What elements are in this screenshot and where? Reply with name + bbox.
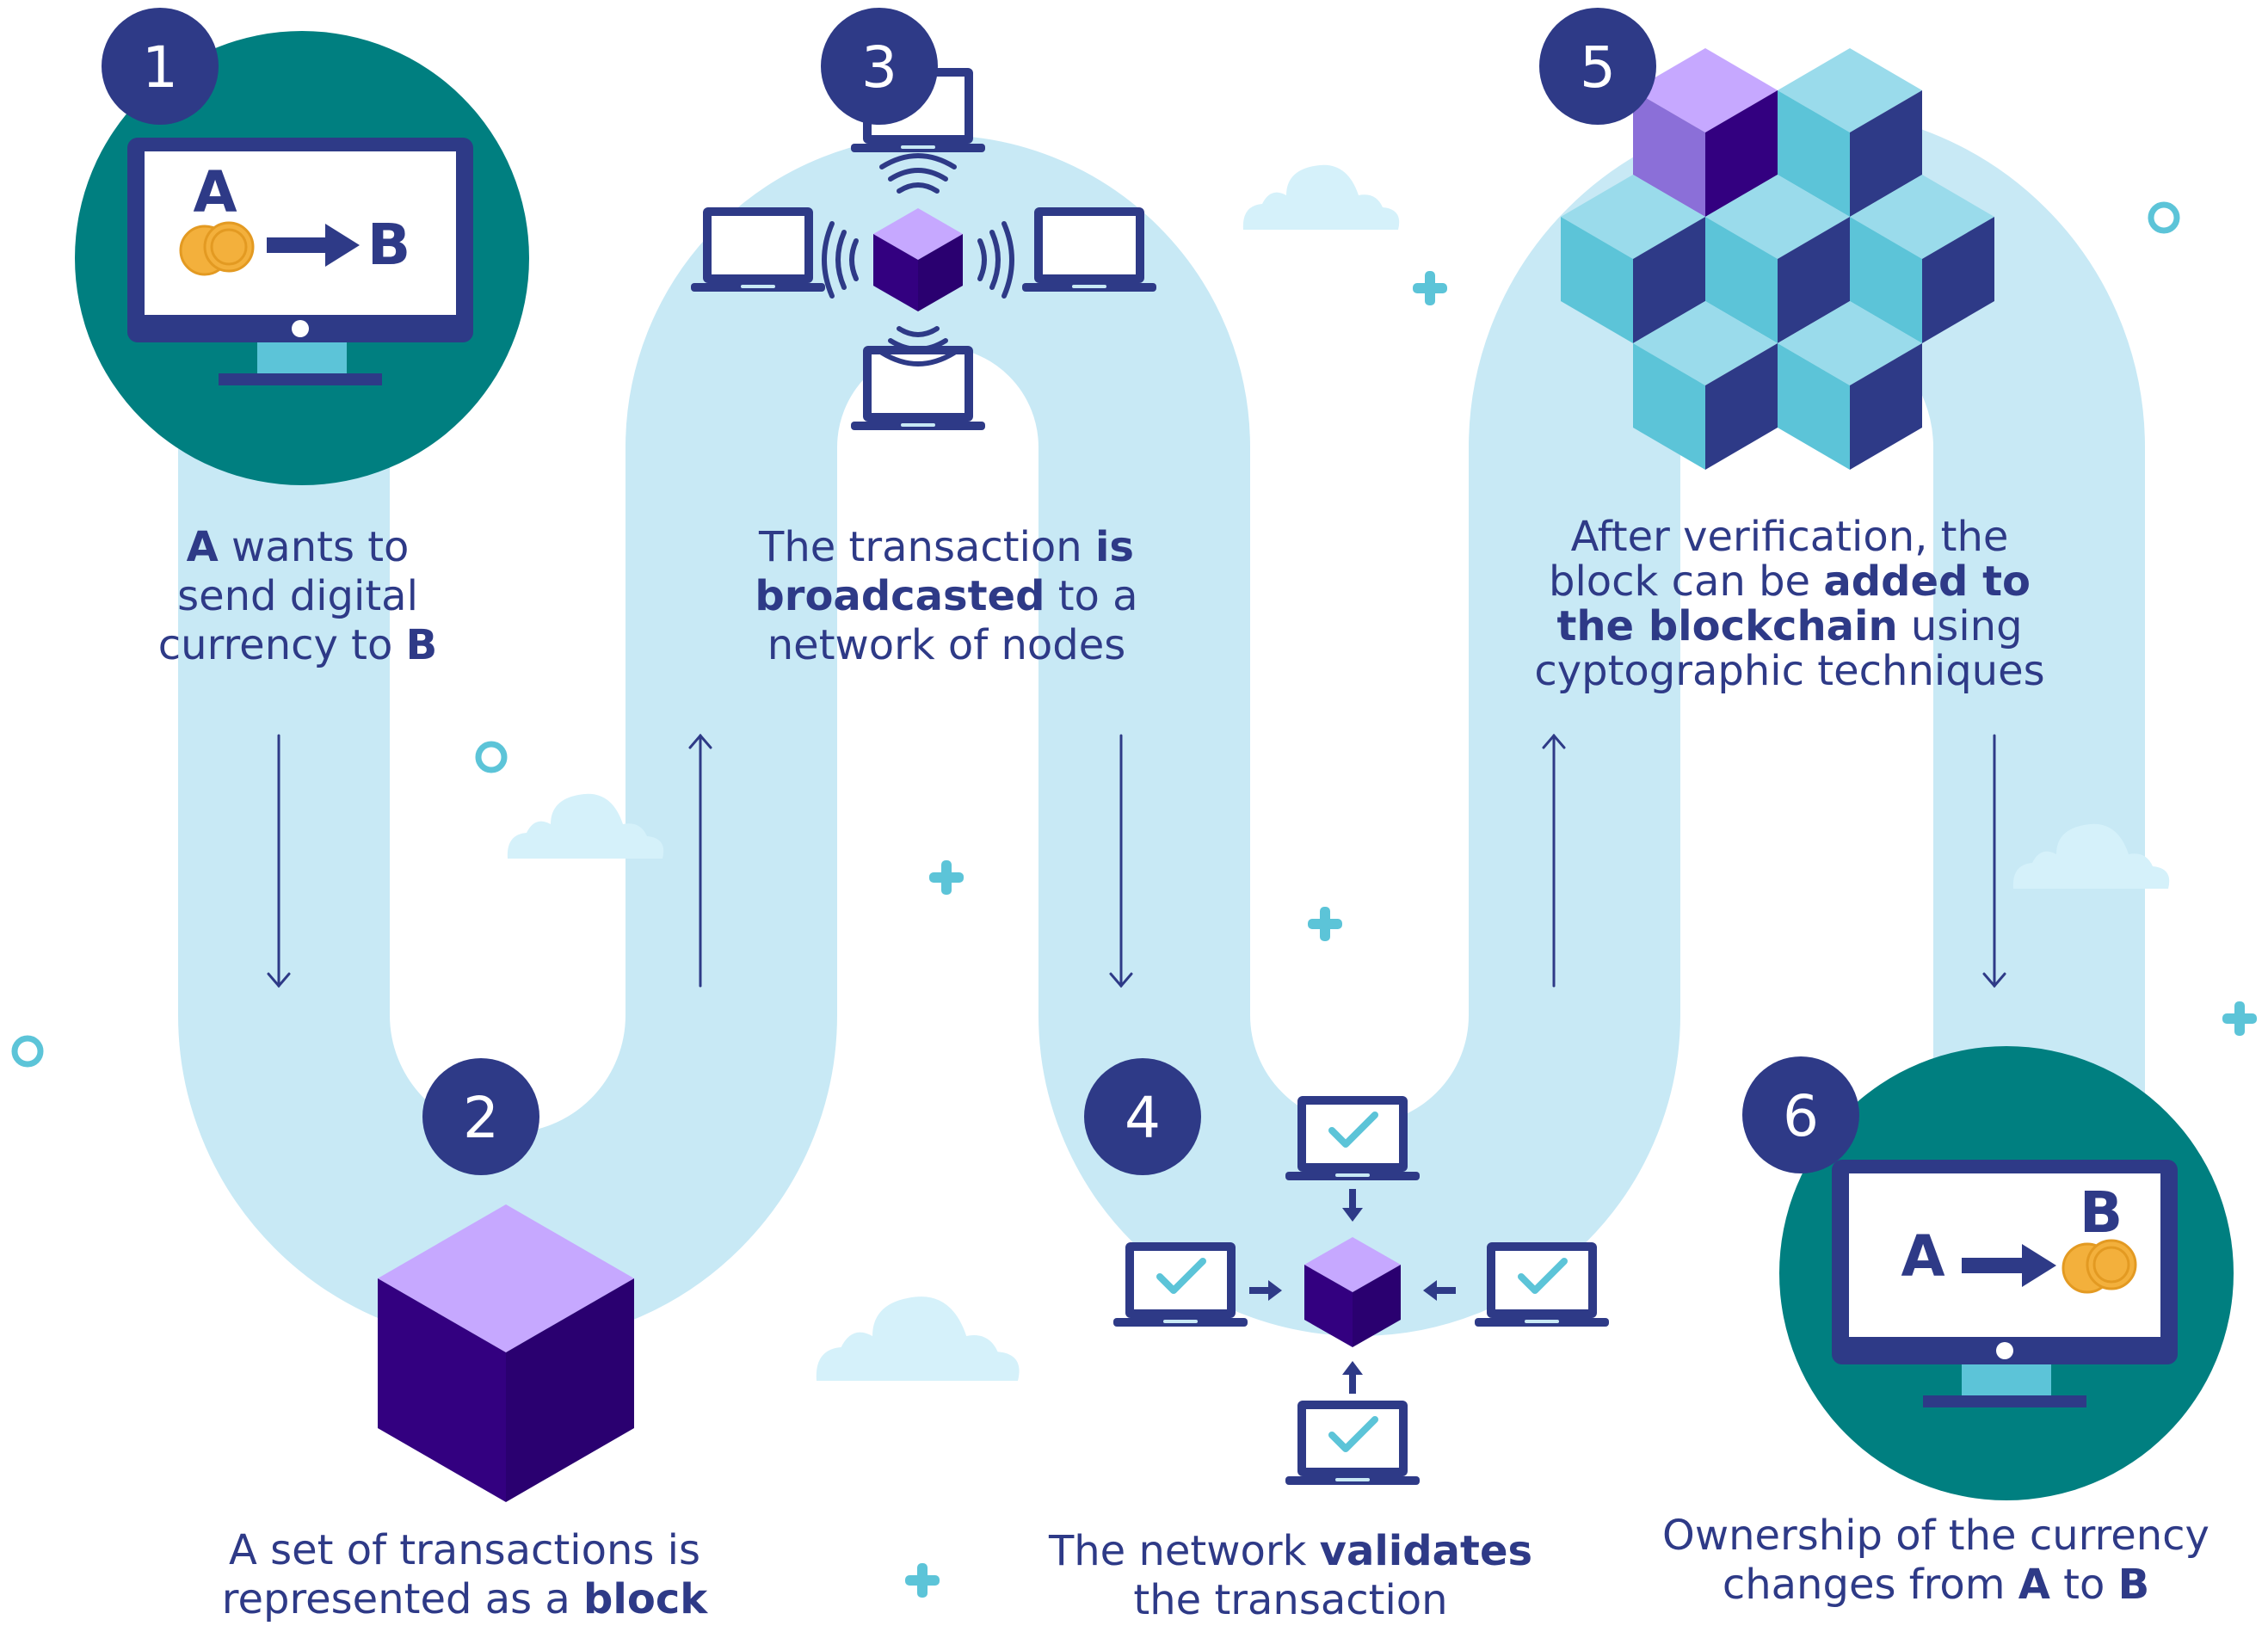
screen6-from-label: A [1901,1223,1944,1290]
caption-emphasis: B [2117,1561,2150,1609]
caption-text: The network [1048,1527,1320,1575]
step-number: 6 [1783,1083,1819,1149]
coins-icon [179,221,255,276]
step-badge-4: 4 [1084,1058,1201,1175]
block-cube-icon [1633,301,1778,470]
block-cube-icon [378,1204,634,1502]
caption-emphasis: A [186,523,219,571]
caption-emphasis: block [583,1575,708,1623]
caption-text: A set of transactions is [229,1526,700,1574]
caption-line: represented as a block [172,1575,757,1624]
caption-text: cyptographic techniques [1534,647,2045,695]
plus-icon [929,860,964,895]
step-badge-1: 1 [102,8,219,125]
ring-icon [2148,201,2180,234]
caption-text: After verification, the [1570,513,2009,561]
step-badge-2: 2 [422,1058,539,1175]
plus-icon [1413,271,1447,305]
caption-line: cyptographic techniques [1497,649,2082,693]
screen6-to-label: B [2080,1179,2123,1246]
coins-icon [2062,1239,2137,1294]
caption-text: send digital [177,572,418,620]
block-cube-icon [873,208,963,311]
caption-line: the blockchain using [1497,604,2082,649]
ring-icon [475,741,508,773]
step-3-illustration [691,68,1156,430]
caption-emphasis: the blockchain [1556,602,1898,650]
laptop-icon [1022,207,1156,292]
step-4-illustration [1113,1096,1609,1485]
cloud-icon [1242,164,1400,230]
step-number: 2 [463,1085,499,1151]
caption-line: A wants to [117,523,478,572]
caption-line: changes from A to B [1626,1561,2246,1610]
block-cube-icon [1561,175,1705,343]
step-badge-5: 5 [1539,8,1656,125]
caption-line: the transaction [998,1576,1583,1625]
caption-text: to [2049,1561,2118,1609]
step-6-illustration: A B [1779,1046,2234,1500]
caption-line: After verification, the [1497,514,2082,559]
arrow-icons [1249,1189,1456,1394]
laptop-icon [691,207,825,292]
caption-line: send digital [117,572,478,621]
caption-line: A set of transactions is [172,1526,757,1575]
caption-line: Ownership of the currency [1626,1512,2246,1561]
caption-text: to a [1045,572,1138,620]
step-badge-3: 3 [821,8,938,125]
cloud-icon [816,1296,1020,1381]
caption-line: The network validates [998,1527,1583,1576]
step-1-illustration: A B [75,31,529,485]
arrow-right-icon [1962,1244,2056,1287]
screen1-to-label: B [367,212,410,278]
caption-text: the transaction [1133,1576,1448,1624]
arrow-right-icon [267,224,360,267]
step-number: 1 [142,34,178,101]
wifi-signal-icon [822,153,1014,366]
caption-line: block can be added to [1497,559,2082,604]
caption-emphasis: B [405,621,438,669]
caption-text: Ownership of the currency [1662,1512,2209,1560]
blockchain-stack-icon [1561,48,1994,470]
caption-emphasis: is [1094,523,1134,571]
caption-line: currency to B [117,621,478,670]
caption-text: changes from [1722,1561,2018,1609]
caption-emphasis: broadcasted [755,572,1045,620]
caption-emphasis: A [2018,1561,2050,1609]
caption-line: broadcasted to a [706,572,1187,621]
step-number: 4 [1125,1085,1161,1151]
block-cube-icon [1778,301,1922,470]
plus-icon [2222,1001,2257,1036]
step-number: 3 [861,34,897,101]
direction-arrows [267,733,2006,988]
step-number: 5 [1580,34,1616,101]
caption-text: currency to [157,621,406,669]
laptop-icon [851,346,985,430]
plus-icon [1308,907,1342,941]
caption-text: block can be [1548,557,1824,606]
caption-line: The transaction is [706,523,1187,572]
caption-emphasis: added to [1823,557,2031,606]
caption-line: network of nodes [706,621,1187,670]
caption-text: represented as a [221,1575,584,1623]
block-cube-icon [1304,1237,1401,1347]
screen1-from-label: A [193,159,237,225]
caption-text: The transaction [759,523,1095,571]
caption-text: using [1897,602,2023,650]
plus-icon [905,1563,940,1598]
ring-icon [11,1035,44,1068]
caption-text: network of nodes [767,621,1126,669]
caption-text: wants to [218,523,410,571]
caption-emphasis: validates [1319,1527,1533,1575]
step-badge-6: 6 [1742,1056,1859,1173]
